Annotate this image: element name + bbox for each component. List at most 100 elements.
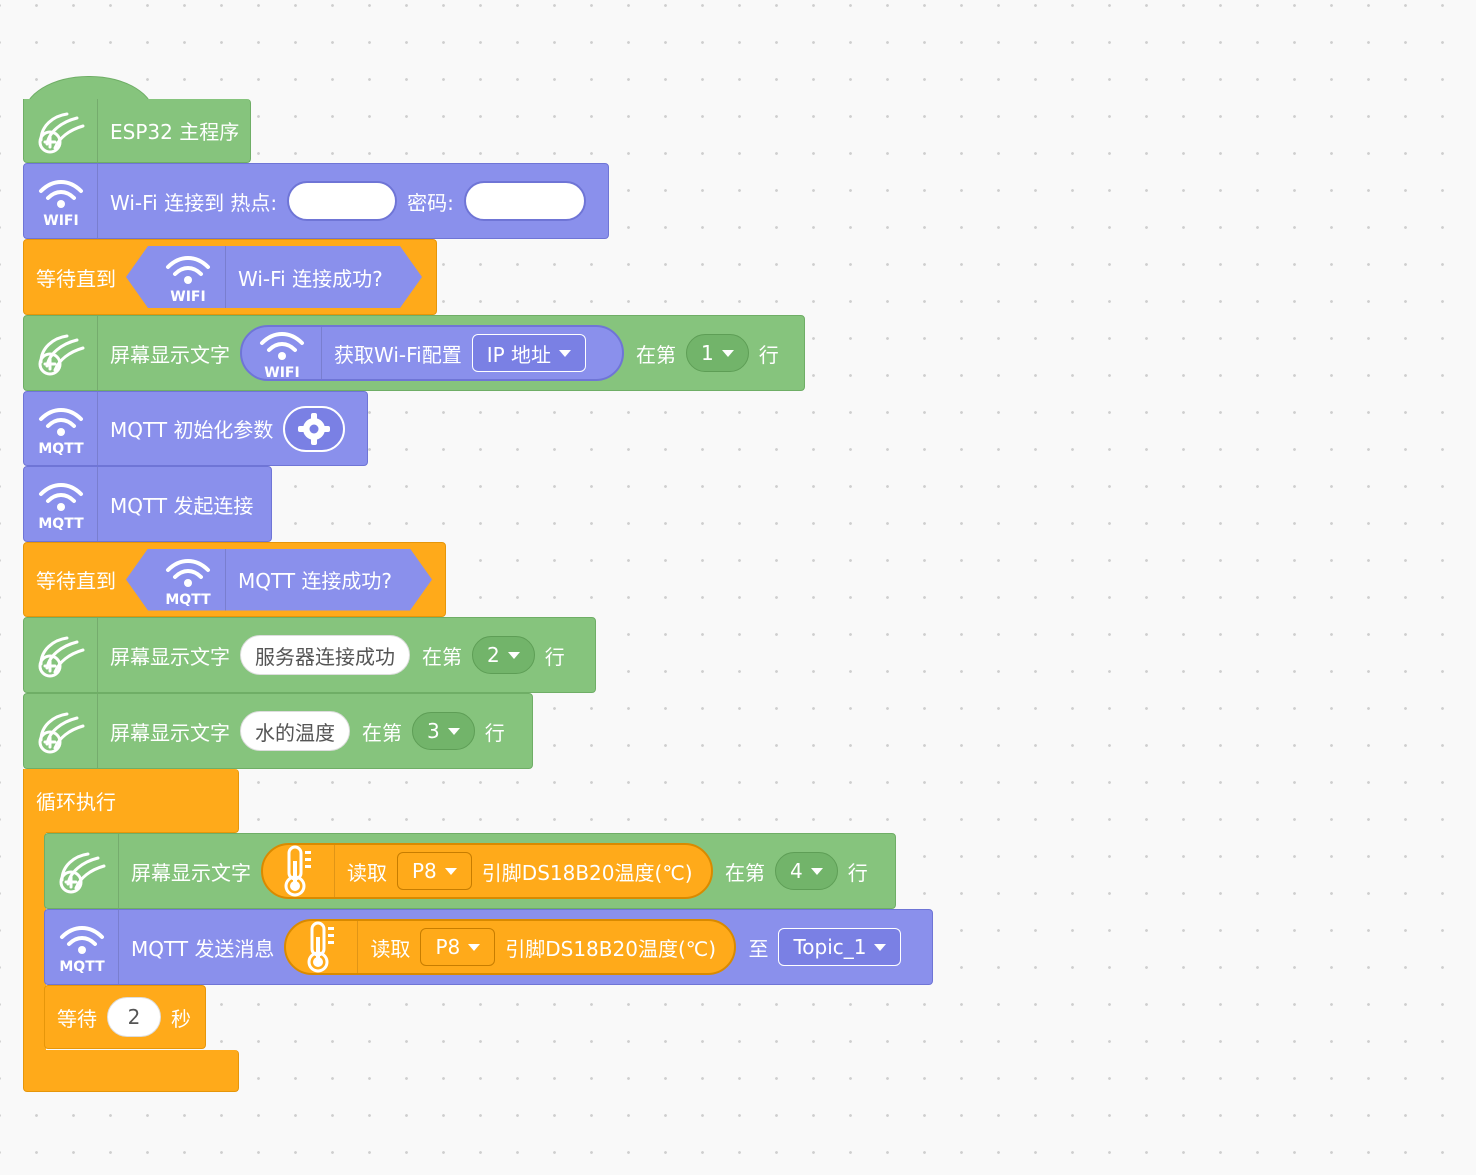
- wifi-config-reporter[interactable]: WIFI 获取Wi-Fi配置 IP 地址: [240, 325, 624, 381]
- line-dropdown-1[interactable]: 1: [686, 334, 749, 372]
- screen-text-label: 屏幕显示文字: [131, 860, 251, 885]
- wifi-connected-label: Wi-Fi 连接成功?: [238, 266, 383, 291]
- robot-hand-icon: [24, 99, 98, 162]
- seconds-input[interactable]: 2: [107, 997, 161, 1037]
- at-line-label: 在第: [362, 720, 402, 745]
- read-label: 读取: [370, 936, 411, 961]
- screen-text-block-3[interactable]: 屏幕显示文字 水的温度 在第 3 行: [23, 693, 533, 769]
- mqtt-init-block[interactable]: MQTT MQTT 初始化参数: [23, 391, 368, 466]
- screen-text-block-4[interactable]: 屏幕显示文字 读取 P8 引脚DS18B20温度(℃) 在第 4 行: [44, 833, 896, 909]
- mqtt-icon: MQTT: [150, 549, 226, 611]
- mqtt-connect-block[interactable]: MQTT MQTT 发起连接: [23, 466, 272, 542]
- wait-until-label: 等待直到: [36, 569, 116, 593]
- line-value: 4: [790, 859, 803, 883]
- thermometer-icon: [263, 845, 335, 897]
- sensor-label: 引脚DS18B20温度(℃): [481, 860, 693, 885]
- sensor-label: 引脚DS18B20温度(℃): [505, 936, 717, 961]
- chevron-down-icon: [874, 943, 887, 951]
- ip-address-dropdown[interactable]: IP 地址: [471, 334, 587, 372]
- screen-text-label: 屏幕显示文字: [110, 342, 230, 367]
- line-dropdown-3[interactable]: 3: [412, 712, 475, 750]
- screen-text-block-2[interactable]: 屏幕显示文字 服务器连接成功 在第 2 行: [23, 617, 596, 693]
- svg-text:MQTT: MQTT: [38, 516, 84, 532]
- wifi-connect-label: Wi-Fi 连接到 热点:: [110, 190, 278, 215]
- loop-header[interactable]: 循环执行: [23, 769, 239, 833]
- svg-text:WIFI: WIFI: [264, 365, 299, 381]
- row-label: 行: [758, 342, 779, 367]
- password-input[interactable]: [463, 181, 586, 221]
- robot-hand-icon: [24, 694, 98, 768]
- chevron-down-icon: [444, 867, 457, 875]
- gear-icon[interactable]: [283, 405, 346, 452]
- line-dropdown-2[interactable]: 2: [472, 636, 535, 674]
- temperature-reporter[interactable]: 读取 P8 引脚DS18B20温度(℃): [284, 919, 737, 975]
- topic-value: Topic_1: [793, 935, 867, 959]
- row-label: 行: [544, 644, 565, 669]
- at-line-label: 在第: [636, 342, 676, 367]
- mqtt-connected-condition[interactable]: MQTT MQTT 连接成功?: [126, 549, 432, 611]
- loop-block[interactable]: 循环执行: [23, 769, 239, 1092]
- main-program-label: ESP32 主程序: [110, 120, 240, 144]
- wait-mqtt-block[interactable]: 等待直到 MQTT MQTT 连接成功?: [23, 542, 446, 617]
- line-value: 1: [701, 341, 714, 365]
- ip-address-value: IP 地址: [486, 342, 552, 367]
- pin-dropdown[interactable]: P8: [397, 852, 472, 890]
- wait-seconds-block[interactable]: 等待 2 秒: [44, 985, 206, 1049]
- wifi-icon: WIFI: [242, 327, 322, 381]
- loop-footer: [23, 1050, 239, 1092]
- topic-dropdown[interactable]: Topic_1: [778, 928, 902, 966]
- mqtt-init-label: MQTT 初始化参数: [110, 418, 274, 442]
- mqtt-icon: MQTT: [45, 910, 119, 984]
- svg-text:MQTT: MQTT: [38, 441, 84, 457]
- mqtt-connected-label: MQTT 连接成功?: [238, 569, 393, 593]
- chevron-down-icon: [507, 651, 520, 659]
- loop-label: 循环执行: [36, 790, 116, 814]
- pin-value: P8: [435, 935, 461, 959]
- wait-label: 等待: [57, 1006, 97, 1031]
- at-line-label: 在第: [422, 644, 462, 669]
- chevron-down-icon: [468, 943, 481, 951]
- thermometer-icon: [286, 921, 359, 973]
- wifi-icon: WIFI: [24, 164, 98, 238]
- wait-until-label: 等待直到: [36, 266, 116, 291]
- wifi-connect-block[interactable]: WIFI Wi-Fi 连接到 热点: 密码:: [23, 163, 609, 239]
- wifi-icon: WIFI: [150, 246, 226, 308]
- screen-text-input[interactable]: 服务器连接成功: [240, 635, 410, 675]
- ssid-input[interactable]: [287, 181, 398, 221]
- pin-value: P8: [412, 859, 437, 883]
- mqtt-icon: MQTT: [24, 392, 98, 465]
- row-label: 行: [484, 720, 505, 745]
- mqtt-icon: MQTT: [24, 467, 98, 541]
- robot-hand-icon: [24, 618, 98, 692]
- chevron-down-icon: [559, 349, 572, 357]
- svg-text:WIFI: WIFI: [43, 213, 78, 229]
- mqtt-send-label: MQTT 发送消息: [131, 936, 275, 961]
- svg-text:MQTT: MQTT: [59, 959, 105, 975]
- wait-wifi-block[interactable]: 等待直到 WIFI Wi-Fi 连接成功?: [23, 239, 437, 315]
- robot-hand-icon: [24, 316, 98, 390]
- svg-text:MQTT: MQTT: [165, 592, 211, 608]
- mqtt-connect-label: MQTT 发起连接: [110, 493, 254, 518]
- temperature-reporter[interactable]: 读取 P8 引脚DS18B20温度(℃): [261, 843, 713, 899]
- pin-dropdown[interactable]: P8: [420, 928, 496, 966]
- wifi-config-label: 获取Wi-Fi配置: [334, 342, 462, 367]
- line-value: 2: [487, 643, 500, 667]
- line-value: 3: [427, 719, 440, 743]
- main-program-block[interactable]: ESP32 主程序: [23, 99, 251, 163]
- screen-text-label: 屏幕显示文字: [110, 720, 230, 745]
- row-label: 行: [847, 860, 868, 885]
- at-line-label: 在第: [725, 860, 765, 885]
- password-label: 密码:: [407, 190, 454, 215]
- screen-text-label: 屏幕显示文字: [110, 644, 230, 669]
- screen-text-block-1[interactable]: 屏幕显示文字 WIFI 获取Wi-Fi配置 IP 地址 在第 1 行: [23, 315, 805, 391]
- chevron-down-icon: [721, 349, 734, 357]
- screen-text-input[interactable]: 水的温度: [240, 711, 350, 751]
- wifi-connected-condition[interactable]: WIFI Wi-Fi 连接成功?: [126, 246, 422, 308]
- mqtt-send-block[interactable]: MQTT MQTT 发送消息 读取 P8 引脚DS18B20温度(℃) 至 To…: [44, 909, 933, 985]
- chevron-down-icon: [447, 727, 460, 735]
- line-dropdown-4[interactable]: 4: [775, 852, 838, 890]
- svg-text:WIFI: WIFI: [170, 289, 205, 305]
- robot-hand-icon: [45, 834, 119, 908]
- chevron-down-icon: [810, 867, 823, 875]
- to-label: 至: [748, 936, 769, 961]
